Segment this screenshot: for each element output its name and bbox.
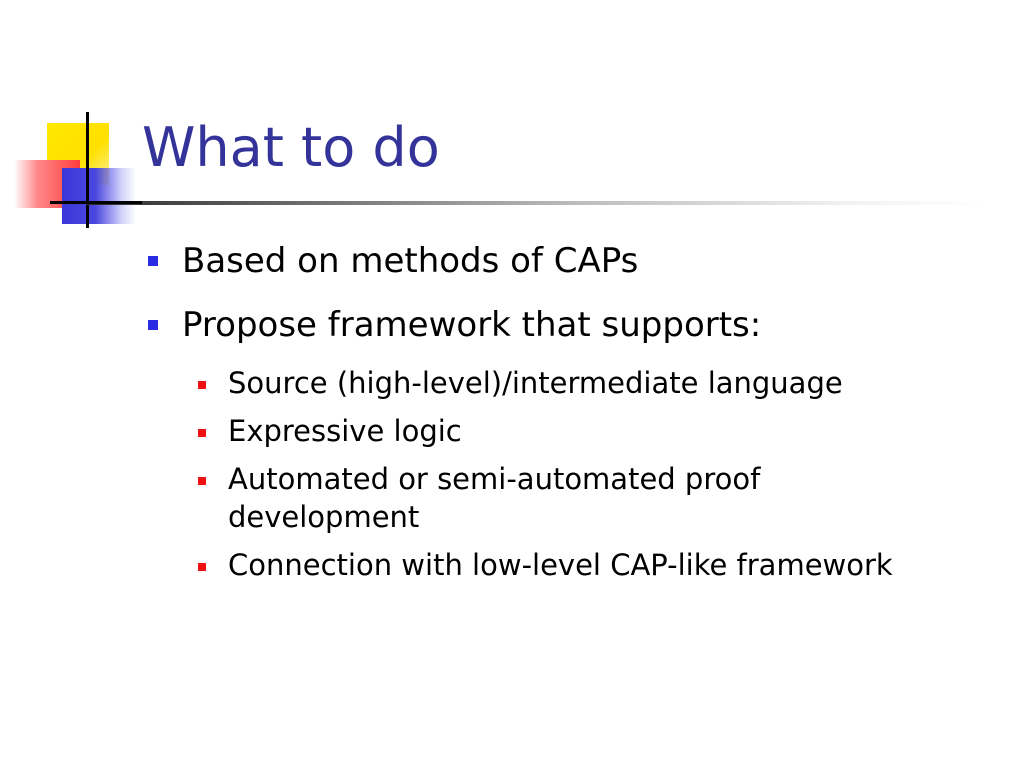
sub-bullet-marker-icon — [198, 563, 206, 571]
bullet-list: Based on methods of CAPs Propose framewo… — [142, 236, 992, 594]
sub-bullet-item: Source (high-level)/intermediate languag… — [142, 364, 928, 402]
sub-bullet-text: Expressive logic — [228, 414, 462, 448]
bullet-text: Propose framework that supports: — [182, 305, 762, 345]
sub-bullet-item: Automated or semi-automated proof develo… — [142, 460, 928, 536]
bullet-item: Propose framework that supports: — [142, 300, 992, 350]
title-underline-rule — [86, 201, 986, 205]
sub-bullet-marker-icon — [198, 477, 206, 485]
sub-bullet-marker-icon — [198, 429, 206, 437]
sub-bullet-item: Expressive logic — [142, 412, 928, 450]
logo-vertical-line — [86, 112, 89, 228]
logo-blue-square — [62, 168, 136, 224]
bullet-text: Based on methods of CAPs — [182, 241, 639, 281]
sub-bullet-marker-icon — [198, 381, 206, 389]
sub-bullet-list: Source (high-level)/intermediate languag… — [142, 364, 992, 584]
bullet-item: Based on methods of CAPs — [142, 236, 992, 286]
sub-bullet-text: Source (high-level)/intermediate languag… — [228, 366, 843, 400]
sub-bullet-item: Connection with low-level CAP-like frame… — [142, 546, 928, 584]
slide-title: What to do — [142, 116, 440, 179]
sub-bullet-group: Source (high-level)/intermediate languag… — [142, 364, 992, 584]
bullet-marker-icon — [148, 320, 158, 330]
sub-bullet-text: Connection with low-level CAP-like frame… — [228, 548, 893, 582]
logo-horizontal-line — [50, 201, 142, 204]
bullet-marker-icon — [148, 256, 158, 266]
sub-bullet-text: Automated or semi-automated proof develo… — [228, 462, 761, 534]
